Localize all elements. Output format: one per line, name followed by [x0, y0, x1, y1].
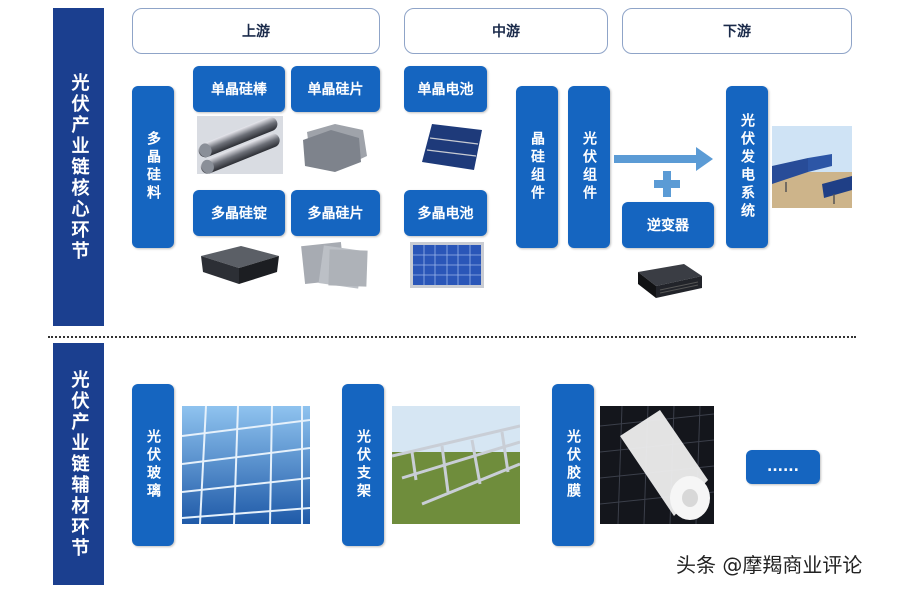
stage-midstream-label: 中游: [492, 24, 520, 40]
more-box: ......: [746, 450, 820, 484]
pv-system-label: 光伏发电系统: [739, 113, 755, 221]
polysilicon-box: 多晶硅料: [132, 86, 174, 248]
more-label: ......: [767, 459, 799, 475]
pv-bracket-label: 光伏支架: [355, 429, 371, 501]
aux-section-sidebar: 光伏产业链辅材环节: [53, 343, 104, 585]
pv-farm-image: [772, 126, 852, 208]
pv-module-box: 光伏组件: [568, 86, 610, 248]
multi-cell-box: 多晶电池: [404, 190, 487, 236]
pv-film-box: 光伏胶膜: [552, 384, 594, 546]
inverter-box: 逆变器: [622, 202, 714, 248]
silicon-rods-image: [197, 116, 283, 174]
multi-cell-label: 多晶电池: [417, 206, 474, 222]
pv-film-label: 光伏胶膜: [565, 429, 581, 501]
pv-bracket-box: 光伏支架: [342, 384, 384, 546]
pv-module-label: 光伏组件: [581, 131, 597, 203]
si-module-label: 晶硅组件: [529, 131, 545, 203]
section-divider: [48, 336, 856, 338]
multi-ingot-box: 多晶硅锭: [193, 190, 285, 236]
aux-section-label: 光伏产业链辅材环节: [68, 369, 90, 559]
flow-arrow: [614, 146, 714, 172]
pv-glass-box: 光伏玻璃: [132, 384, 174, 546]
mono-cell-box: 单晶电池: [404, 66, 487, 112]
polysilicon-label: 多晶硅料: [145, 131, 161, 203]
watermark-text: 头条 @摩羯商业评论: [676, 553, 863, 577]
multi-wafers-image: [299, 240, 373, 290]
solar-panel-image: [410, 242, 484, 288]
core-section-sidebar: 光伏产业链核心环节: [53, 8, 104, 326]
bracket-image: [392, 406, 520, 524]
multi-wafer-label: 多晶硅片: [307, 206, 364, 222]
mono-rod-box: 单晶硅棒: [193, 66, 285, 112]
film-image: [600, 406, 714, 524]
mono-rod-label: 单晶硅棒: [211, 82, 267, 98]
glass-facade-image: [182, 406, 310, 524]
silicon-ingot-image: [197, 242, 283, 290]
stage-upstream-label: 上游: [242, 24, 270, 40]
inverter-image: [632, 258, 706, 302]
plus-icon: [652, 170, 682, 198]
stage-upstream: 上游: [132, 8, 380, 54]
pv-system-box: 光伏发电系统: [726, 86, 768, 248]
mono-wafer-box: 单晶硅片: [291, 66, 380, 112]
inverter-label: 逆变器: [647, 218, 689, 234]
pv-glass-label: 光伏玻璃: [145, 429, 161, 501]
stage-downstream: 下游: [622, 8, 852, 54]
stage-midstream: 中游: [404, 8, 608, 54]
si-module-box: 晶硅组件: [516, 86, 558, 248]
multi-wafer-box: 多晶硅片: [291, 190, 380, 236]
multi-ingot-label: 多晶硅锭: [211, 206, 267, 222]
mono-wafers-image: [297, 118, 375, 174]
mono-cell-label: 单晶电池: [417, 82, 474, 98]
core-section-label: 光伏产业链核心环节: [68, 72, 90, 262]
mono-cell-image: [418, 118, 486, 174]
mono-wafer-label: 单晶硅片: [307, 82, 364, 98]
stage-downstream-label: 下游: [723, 24, 751, 40]
